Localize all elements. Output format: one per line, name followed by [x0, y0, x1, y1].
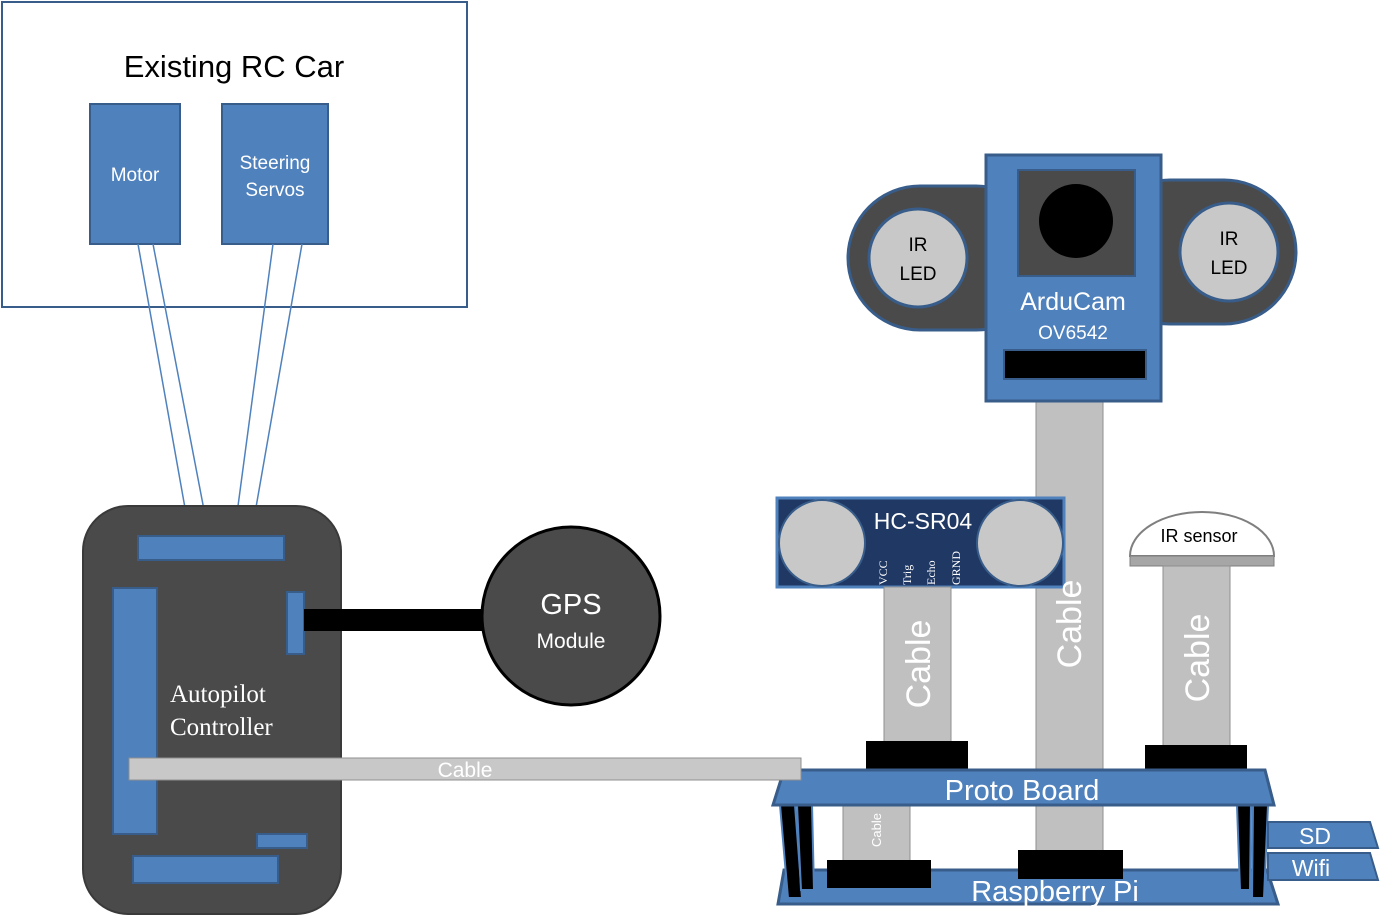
hc-sr04-pin-grnd: GRND — [949, 551, 963, 585]
ir-led-left-line2: LED — [900, 264, 937, 285]
arducam-connector — [1003, 349, 1147, 380]
proto-board-label: Proto Board — [945, 775, 1100, 807]
hc-sr04-transducer-right — [976, 499, 1064, 587]
autopilot-left-connector — [112, 587, 158, 835]
gps-module — [480, 525, 662, 707]
arducam-lens — [1039, 184, 1113, 258]
motor-block — [89, 103, 181, 245]
raspberry-pi-label: Raspberry Pi — [971, 876, 1139, 908]
autopilot-cable-label: Cable — [438, 759, 493, 782]
sonar-cable-label: Cable — [900, 620, 938, 709]
autopilot-gps-port — [286, 591, 305, 655]
ir-sensor-base — [1129, 555, 1275, 567]
camera-cable-label: Cable — [1051, 580, 1089, 669]
standoff-left-inner — [795, 804, 816, 891]
steering-label-line2: Servos — [245, 180, 304, 201]
hc-sr04-pin-echo: Echo — [924, 560, 938, 585]
steering-servos-block — [221, 103, 329, 245]
arducam-model: OV6542 — [1038, 323, 1108, 344]
sonar-cable — [883, 586, 952, 748]
hc-sr04-pin-trig: Trig — [900, 565, 914, 585]
autopilot-label-line2: Controller — [170, 714, 273, 741]
standoff-right-outer — [1250, 804, 1270, 899]
pi-gpio-connector — [827, 860, 931, 888]
arducam-name: ArduCam — [1020, 288, 1126, 316]
pi-cable — [842, 804, 911, 863]
sd-label: SD — [1299, 823, 1331, 849]
motor-label: Motor — [111, 165, 160, 186]
pi-camera-connector — [1018, 850, 1123, 879]
gps-cable — [304, 609, 486, 631]
autopilot-bottom-connector — [132, 855, 279, 884]
hc-sr04-name: HC-SR04 — [874, 508, 973, 534]
autopilot-cable — [128, 757, 802, 781]
autopilot-label-line1: Autopilot — [170, 681, 266, 708]
standoff-right-inner — [1235, 804, 1253, 891]
arducam-assembly: IR LED IR LED ArduCam OV6542 — [846, 153, 1298, 403]
gps-label-line2: Module — [537, 630, 606, 653]
ir-cable-label: Cable — [1179, 614, 1217, 703]
wifi-module — [1267, 852, 1380, 881]
autopilot-small-connector — [256, 833, 308, 849]
ir-cable — [1162, 565, 1231, 750]
proto-board — [770, 768, 1276, 807]
hc-sr04-transducer-left — [778, 499, 866, 587]
ir-sensor-label: IR sensor — [1160, 526, 1237, 546]
sd-card — [1267, 821, 1380, 849]
autopilot-top-connector — [137, 535, 285, 561]
hc-sr04-pin-vcc: VCC — [876, 560, 890, 585]
ir-led-right — [1178, 201, 1280, 303]
hc-sr04-sensor: HC-SR04 VCC Trig Echo GRND — [775, 496, 1066, 589]
wifi-label: Wifi — [1292, 855, 1330, 881]
gps-label-line1: GPS — [540, 589, 601, 621]
ir-sensor-dome — [1128, 511, 1276, 557]
rc-car-wires — [137, 243, 303, 537]
sonar-cable-connector — [866, 741, 968, 770]
steering-label-line1: Steering — [240, 153, 311, 174]
ir-led-left-line1: IR — [909, 235, 928, 256]
ir-led-right-line1: IR — [1220, 229, 1239, 250]
ir-led-left — [867, 207, 969, 309]
rc-car-title: Existing RC Car — [124, 49, 345, 84]
ir-led-right-line2: LED — [1211, 258, 1248, 279]
pi-cable-label: Cable — [869, 813, 884, 847]
